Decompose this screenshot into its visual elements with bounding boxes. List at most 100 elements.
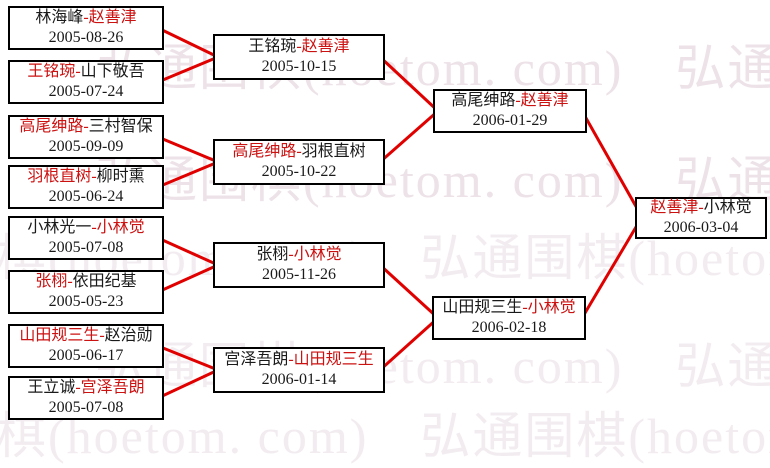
match-date: 2005-05-23: [48, 293, 124, 310]
name-separator: -: [522, 299, 528, 316]
connector-line: [157, 135, 219, 164]
name-separator: -: [91, 219, 97, 236]
player-name: 张栩: [256, 246, 289, 263]
player-name: 小林觉: [96, 219, 145, 236]
name-separator: -: [67, 273, 73, 290]
name-separator: -: [515, 92, 521, 109]
name-separator: -: [75, 63, 81, 80]
match-date: 2005-10-15: [261, 58, 337, 75]
name-separator: -: [83, 9, 89, 26]
player-name: 高尾绅路: [232, 143, 297, 160]
player-name: 赵善津: [301, 38, 350, 55]
match-players: 林海峰-赵善津: [35, 8, 136, 28]
connector-line: [157, 55, 219, 84]
name-separator: -: [91, 168, 97, 185]
connector-line: [157, 160, 219, 189]
player-name: 山下敬吾: [80, 63, 145, 80]
player-name: 三村智保: [88, 118, 153, 135]
match-box-r2-2: 高尾绅路-羽根直树 2005-10-22: [213, 139, 385, 185]
match-box-r1-4: 羽根直树-柳时熏 2005-06-24: [8, 165, 164, 209]
connector-line: [378, 263, 440, 320]
match-box-r2-1: 王铭琬-赵善津 2005-10-15: [213, 34, 385, 80]
connector-line: [378, 316, 440, 372]
connector-line: [379, 109, 439, 164]
player-name: 王铭琬: [27, 63, 76, 80]
match-box-r1-5: 小林光一-小林觉 2005-07-08: [8, 216, 164, 260]
player-name: 高尾绅路: [19, 118, 84, 135]
player-name: 赵善津: [88, 9, 137, 26]
player-name: 羽根直树: [301, 143, 366, 160]
match-players: 高尾绅路-羽根直树: [232, 142, 365, 162]
player-name: 王铭琬: [248, 38, 297, 55]
match-players: 羽根直树-柳时熏: [27, 167, 144, 187]
match-players: 王铭琬-赵善津: [248, 37, 349, 57]
match-box-r1-6: 张栩-依田纪基 2005-05-23: [8, 270, 164, 314]
match-box-r2-3: 张栩-小林觉 2005-11-26: [213, 242, 385, 288]
match-box-semifinal-1: 高尾绅路-赵善津 2006-01-29: [433, 89, 587, 133]
connector-line: [157, 368, 219, 400]
player-name: 宫泽吾朗: [80, 379, 145, 396]
bracket-connectors: [157, 26, 644, 400]
match-players: 小林光一-小林觉: [27, 218, 144, 238]
connector-line: [157, 263, 219, 294]
connector-line: [157, 26, 219, 59]
match-date: 2005-07-08: [48, 399, 124, 416]
match-box-r2-4: 宫泽吾朗-山田规三生 2006-01-14: [213, 347, 385, 393]
name-separator: -: [288, 246, 294, 263]
name-separator: -: [288, 351, 294, 368]
player-name: 小林觉: [293, 246, 342, 263]
name-separator: -: [698, 199, 704, 216]
connector-line: [157, 344, 219, 372]
player-name: 赵治勋: [104, 327, 153, 344]
match-date: 2005-06-17: [48, 347, 124, 364]
player-name: 小林觉: [703, 199, 752, 216]
player-name: 山田规三生: [19, 327, 100, 344]
connector-line: [157, 236, 219, 267]
match-date: 2005-07-08: [48, 239, 124, 256]
name-separator: -: [296, 38, 302, 55]
match-date: 2005-09-09: [48, 138, 124, 155]
match-date: 2005-11-26: [261, 266, 337, 283]
match-box-semifinal-2: 山田规三生-小林觉 2006-02-18: [432, 296, 586, 340]
connector-line: [580, 216, 644, 319]
match-players: 王立诚-宫泽吾朗: [27, 378, 144, 398]
player-name: 小林光一: [27, 219, 92, 236]
match-date: 2005-07-24: [48, 83, 124, 100]
player-name: 依田纪基: [72, 273, 137, 290]
match-box-r1-3: 高尾绅路-三村智保 2005-09-09: [8, 115, 164, 159]
match-box-r1-8: 王立诚-宫泽吾朗 2005-07-08: [8, 376, 164, 420]
player-name: 小林觉: [527, 299, 576, 316]
player-name: 高尾绅路: [451, 92, 516, 109]
name-separator: -: [296, 143, 302, 160]
player-name: 柳时熏: [96, 168, 145, 185]
name-separator: -: [75, 379, 81, 396]
match-box-final: 赵善津-小林觉 2006-03-04: [635, 197, 767, 239]
name-separator: -: [83, 118, 89, 135]
player-name: 林海峰: [35, 9, 84, 26]
match-date: 2006-02-18: [471, 319, 547, 336]
match-players: 赵善津-小林觉: [650, 198, 751, 218]
player-name: 宫泽吾朗: [224, 351, 289, 368]
match-players: 张栩-小林觉: [256, 245, 341, 265]
match-box-r1-2: 王铭琬-山下敬吾 2005-07-24: [8, 60, 164, 104]
match-date: 2006-01-14: [261, 371, 337, 388]
connector-line: [378, 55, 440, 113]
match-players: 宫泽吾朗-山田规三生: [224, 350, 373, 370]
player-name: 山田规三生: [293, 351, 374, 368]
match-date: 2005-06-24: [48, 188, 124, 205]
match-players: 王铭琬-山下敬吾: [27, 62, 144, 82]
connector-line: [580, 110, 644, 218]
player-name: 王立诚: [27, 379, 76, 396]
player-name: 羽根直树: [27, 168, 92, 185]
match-players: 高尾绅路-赵善津: [451, 91, 568, 111]
match-date: 2005-08-26: [48, 29, 124, 46]
player-name: 赵善津: [650, 199, 699, 216]
match-players: 张栩-依田纪基: [35, 272, 136, 292]
player-name: 张栩: [35, 273, 68, 290]
match-date: 2006-03-04: [663, 219, 739, 236]
match-date: 2005-10-22: [261, 163, 337, 180]
match-players: 山田规三生-小林觉: [442, 298, 575, 318]
match-box-r1-1: 林海峰-赵善津 2005-08-26: [8, 6, 164, 50]
name-separator: -: [99, 327, 105, 344]
match-players: 高尾绅路-三村智保: [19, 117, 152, 137]
